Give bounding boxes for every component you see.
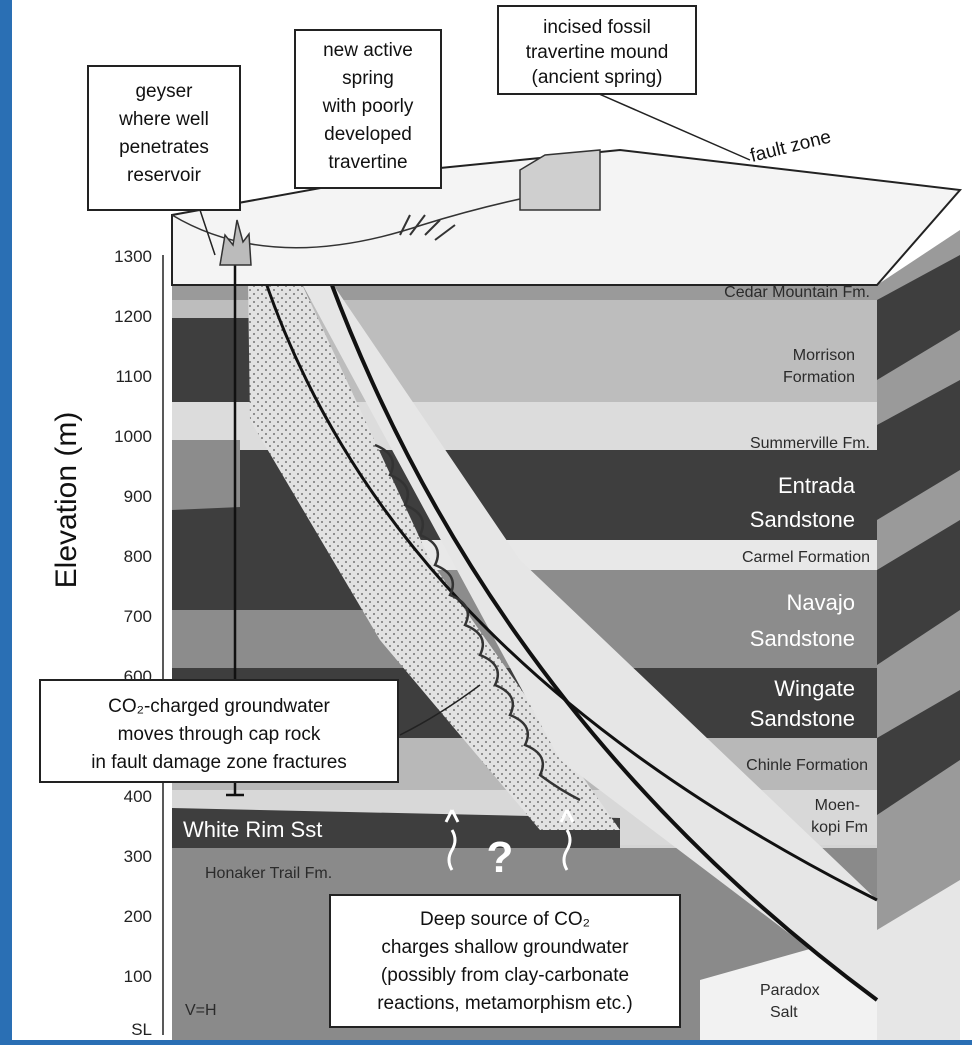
tick-200: 200 bbox=[124, 907, 152, 926]
svg-text:in fault damage zone fractures: in fault damage zone fractures bbox=[91, 752, 347, 773]
groundwater-pointer bbox=[399, 684, 481, 736]
callout-geyser: geyser where well penetrates reservoir bbox=[87, 65, 241, 211]
label-moenkopi-1: Moen- bbox=[815, 797, 860, 814]
fault-damage-zone bbox=[248, 280, 620, 830]
cedar-mountain-layer bbox=[172, 285, 877, 300]
tick-1300: 1300 bbox=[114, 247, 152, 266]
label-carmel: Carmel Formation bbox=[742, 549, 870, 566]
label-chinle: Chinle Formation bbox=[746, 757, 868, 774]
scale-note: V=H bbox=[185, 1002, 217, 1019]
label-wingate-2: Sandstone bbox=[750, 706, 855, 731]
fault-line-main bbox=[328, 279, 879, 1002]
white-rim-layer bbox=[172, 808, 620, 848]
tick-sl: SL bbox=[131, 1020, 152, 1039]
svg-text:travertine: travertine bbox=[328, 152, 407, 173]
svg-text:(ancient spring): (ancient spring) bbox=[532, 67, 663, 88]
svg-text:geyser: geyser bbox=[135, 81, 193, 102]
label-paradox-2: Salt bbox=[770, 1004, 798, 1021]
label-fault-zone: fault zone bbox=[748, 127, 833, 167]
tick-1100: 1100 bbox=[115, 367, 152, 386]
tick-100: 100 bbox=[124, 967, 152, 986]
svg-text:incised fossil: incised fossil bbox=[543, 17, 651, 38]
figure-frame: ? 1300 1200 1100 1000 900 800 700 600 40… bbox=[12, 0, 972, 1045]
svg-text:charges shallow groundwater: charges shallow groundwater bbox=[381, 937, 629, 958]
label-entrada-1: Entrada bbox=[778, 473, 856, 498]
label-white-rim: White Rim Sst bbox=[183, 817, 322, 842]
fossil-pointer bbox=[589, 89, 751, 161]
svg-text:reservoir: reservoir bbox=[127, 165, 202, 186]
svg-text:reactions, metamorphism etc.): reactions, metamorphism etc.) bbox=[377, 993, 633, 1014]
label-navajo-2: Sandstone bbox=[750, 626, 855, 651]
svg-text:new active: new active bbox=[323, 40, 413, 61]
fluid-migration-path bbox=[374, 443, 581, 802]
svg-text:spring: spring bbox=[342, 68, 394, 89]
elevation-axis: 1300 1200 1100 1000 900 800 700 600 400 … bbox=[50, 247, 164, 1039]
callout-new-spring: new active spring with poorly developed … bbox=[294, 29, 442, 189]
tick-400: 400 bbox=[124, 787, 152, 806]
label-morrison-1: Morrison bbox=[793, 347, 855, 364]
label-moenkopi-2: kopi Fm bbox=[811, 819, 868, 836]
callout-fossil-mound: incised fossil travertine mound (ancient… bbox=[497, 5, 697, 95]
tick-1200: 1200 bbox=[114, 307, 152, 326]
svg-text:travertine mound: travertine mound bbox=[526, 42, 669, 63]
svg-text:penetrates: penetrates bbox=[119, 137, 209, 158]
upward-flow-arrow-left bbox=[444, 809, 460, 871]
label-paradox-1: Paradox bbox=[760, 982, 820, 999]
svg-text:where well: where well bbox=[118, 109, 209, 130]
label-morrison-2: Formation bbox=[783, 369, 855, 386]
label-entrada-2: Sandstone bbox=[750, 507, 855, 532]
tick-300: 300 bbox=[124, 847, 152, 866]
spring-plant-icon bbox=[399, 214, 456, 241]
label-honaker: Honaker Trail Fm. bbox=[205, 865, 332, 882]
entrada-left-mid bbox=[172, 440, 240, 510]
svg-text:(possibly from clay-carbonate: (possibly from clay-carbonate bbox=[381, 965, 629, 986]
callout-deep-source: Deep source of CO₂ charges shallow groun… bbox=[329, 894, 681, 1028]
question-mark: ? bbox=[487, 833, 514, 882]
tick-900: 900 bbox=[124, 487, 152, 506]
label-cedar: Cedar Mountain Fm. bbox=[724, 284, 870, 301]
svg-text:moves through cap rock: moves through cap rock bbox=[118, 724, 321, 745]
tick-1000: 1000 bbox=[114, 427, 152, 446]
svg-text:CO₂-charged groundwater: CO₂-charged groundwater bbox=[108, 696, 330, 717]
upward-flow-arrow-right bbox=[559, 809, 575, 871]
label-navajo-1: Navajo bbox=[787, 590, 855, 615]
tick-800: 800 bbox=[124, 547, 152, 566]
geyser-icon bbox=[219, 219, 252, 266]
fault-line-secondary bbox=[263, 279, 878, 902]
geyser-pointer bbox=[199, 209, 216, 256]
fossil-mound bbox=[519, 149, 601, 211]
tick-700: 700 bbox=[124, 607, 152, 626]
geologic-block-diagram: ? 1300 1200 1100 1000 900 800 700 600 40… bbox=[39, 5, 963, 1045]
right-side-face bbox=[877, 230, 960, 1045]
label-summerville: Summerville Fm. bbox=[750, 435, 870, 452]
callout-groundwater: CO₂-charged groundwater moves through ca… bbox=[39, 679, 399, 783]
label-wingate-1: Wingate bbox=[774, 676, 855, 701]
svg-text:Deep source of CO₂: Deep source of CO₂ bbox=[420, 909, 590, 930]
svg-text:developed: developed bbox=[324, 124, 412, 145]
axis-label: Elevation (m) bbox=[50, 412, 83, 589]
svg-text:with poorly: with poorly bbox=[322, 96, 414, 117]
